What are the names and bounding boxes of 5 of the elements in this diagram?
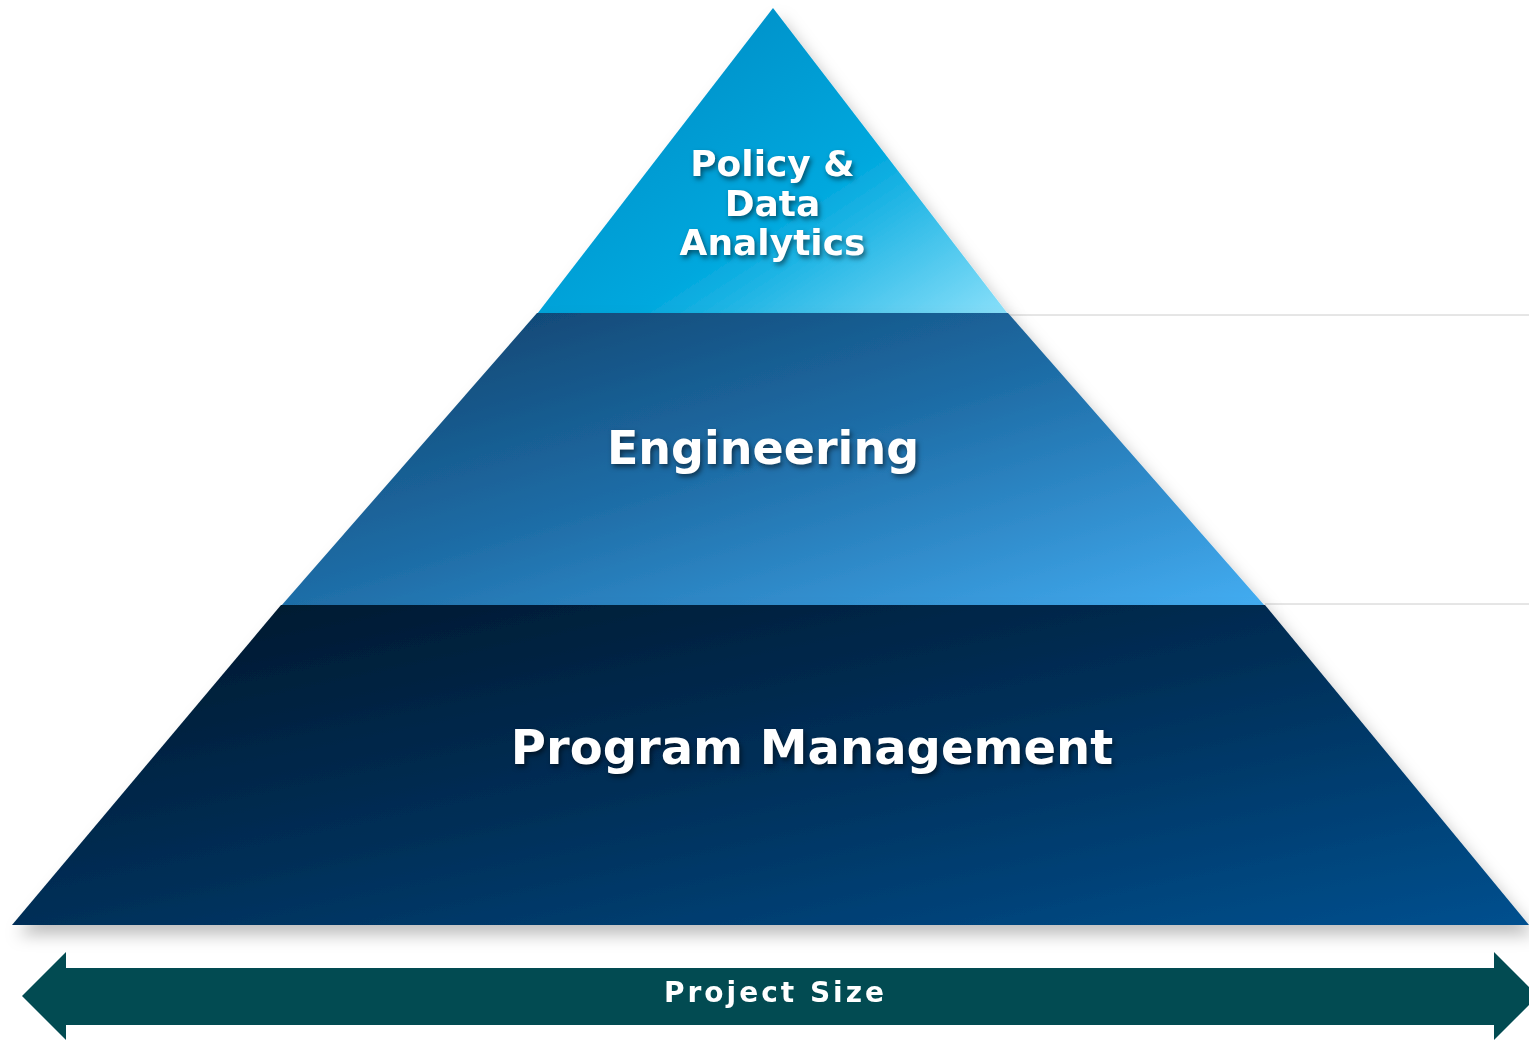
pyramid-tier — [12, 605, 1529, 925]
tier-label: Policy & Data Analytics — [678, 143, 867, 263]
tier-label: Program Management — [509, 720, 1115, 774]
tier-label: Engineering — [605, 422, 921, 474]
axis-label: Project Size — [663, 976, 888, 1009]
